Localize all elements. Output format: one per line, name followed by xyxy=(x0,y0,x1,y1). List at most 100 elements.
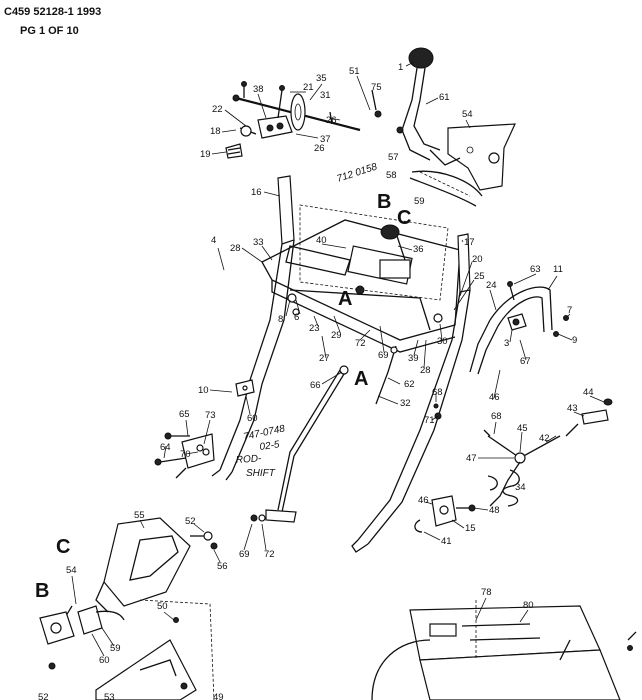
part-label: 26 xyxy=(314,143,325,154)
handwritten-note-5: SHIFT xyxy=(246,468,276,479)
part-label: 61 xyxy=(439,92,450,103)
part-label: 10 xyxy=(198,385,209,396)
part-label: 22 xyxy=(212,104,223,115)
shift-lever-assembly xyxy=(401,47,516,191)
part-label: 80 xyxy=(523,600,534,611)
part-label: 8 xyxy=(278,314,283,325)
page-indicator: PG 1 OF 10 xyxy=(20,25,79,37)
part-label: 21 xyxy=(303,82,314,93)
part-label: 60 xyxy=(247,413,258,424)
part-label: 28 xyxy=(230,243,241,254)
parts-header: C459 52128-1 1993 PG 1 OF 10 xyxy=(0,0,130,44)
part-label: 48 xyxy=(489,505,500,516)
part-label: 53 xyxy=(104,692,115,700)
part-label: 68 xyxy=(491,411,502,422)
part-label: 20 xyxy=(472,254,483,265)
control-cables-upper xyxy=(409,170,483,207)
part-label: 41 xyxy=(441,536,452,547)
part-labels: 1 61 54 51 75 35 38 21 31 22 26 37 18 26… xyxy=(38,62,594,700)
part-label: 78 xyxy=(481,587,492,598)
callout-C-lower: C xyxy=(56,536,70,558)
part-label: 52 xyxy=(38,692,49,700)
part-label: 45 xyxy=(517,423,528,434)
clutch-cable-assembly xyxy=(414,398,613,533)
part-label: 9 xyxy=(572,335,577,346)
part-label: 71 xyxy=(424,415,435,426)
part-label: 16 xyxy=(251,187,262,198)
part-label: 19 xyxy=(200,149,211,160)
part-label: 30 xyxy=(437,336,448,347)
part-label: 47 xyxy=(466,453,477,464)
part-label: 36 xyxy=(413,244,424,255)
part-label: 62 xyxy=(404,379,415,390)
part-label: 46 xyxy=(418,495,429,506)
leader-lines xyxy=(71,61,605,657)
part-label: 37 xyxy=(320,134,331,145)
lower-left-bracket xyxy=(154,432,215,479)
part-label: 72 xyxy=(264,549,275,560)
part-label: 69 xyxy=(378,350,389,361)
part-label: 75 xyxy=(371,82,382,93)
part-label: 35 xyxy=(316,73,327,84)
part-label: 38 xyxy=(253,84,264,95)
part-label: 58 xyxy=(386,170,397,181)
shift-rod-lower xyxy=(250,345,442,523)
left-handle xyxy=(211,175,295,481)
part-label: 33 xyxy=(253,237,264,248)
lower-plates xyxy=(95,599,215,700)
part-label: 70 xyxy=(180,449,191,460)
part-label: 55 xyxy=(134,510,145,521)
part-label: 59 xyxy=(414,196,425,207)
part-label: 54 xyxy=(66,565,77,576)
part-label: 60 xyxy=(99,655,110,666)
part-label: 3 xyxy=(504,338,509,349)
part-label: 43 xyxy=(567,403,578,414)
right-handle xyxy=(351,233,569,553)
part-label: 63 xyxy=(530,264,541,275)
part-label: 15 xyxy=(465,523,476,534)
part-label: 25 xyxy=(474,271,485,282)
part-label: 32 xyxy=(400,398,411,409)
callout-C-upper: C xyxy=(397,207,411,229)
handwritten-note-4: ROD- xyxy=(235,453,262,466)
part-label: 31 xyxy=(320,90,331,101)
chute-deflector-assembly xyxy=(39,517,218,670)
part-label: 42 xyxy=(539,433,550,444)
part-label: 39 xyxy=(408,353,419,364)
part-label: 49 xyxy=(213,692,224,700)
part-label: 40 xyxy=(316,235,327,246)
callout-A-lower: A xyxy=(354,368,368,390)
part-label: 7 xyxy=(567,305,572,316)
part-label: 72 xyxy=(355,338,366,349)
part-label: 50 xyxy=(157,601,168,612)
part-label: 1 xyxy=(398,62,403,73)
model-number: C459 52128-1 1993 xyxy=(4,6,102,18)
part-label: 56 xyxy=(217,561,228,572)
part-label: 6 xyxy=(294,312,299,323)
part-label: 51 xyxy=(349,66,360,77)
part-label: 52 xyxy=(185,516,196,527)
part-label: 65 xyxy=(179,409,190,420)
part-label: 69 xyxy=(239,549,250,560)
callout-B-upper: B xyxy=(377,191,391,213)
part-label: 68 xyxy=(432,387,443,398)
callout-A-upper: A xyxy=(338,288,352,310)
part-label: 64 xyxy=(160,442,171,453)
part-label: 28 xyxy=(420,365,431,376)
part-label: 57 xyxy=(388,152,399,163)
handwritten-note-2: 747-0748 xyxy=(242,423,286,443)
control-panel xyxy=(371,600,637,700)
part-label: 18 xyxy=(210,126,221,137)
part-label: 44 xyxy=(583,387,594,398)
part-label: 73 xyxy=(205,410,216,421)
callout-B-lower: B xyxy=(35,580,49,602)
part-label: 54 xyxy=(462,109,473,120)
part-label: 26 xyxy=(326,115,337,126)
part-label: 11 xyxy=(553,264,563,275)
part-label: 34 xyxy=(515,482,526,493)
part-label: 67 xyxy=(520,356,531,367)
handwritten-note-3: 02-5 xyxy=(259,439,281,453)
part-label: 17 xyxy=(464,237,475,248)
part-label: 4 xyxy=(211,235,216,246)
